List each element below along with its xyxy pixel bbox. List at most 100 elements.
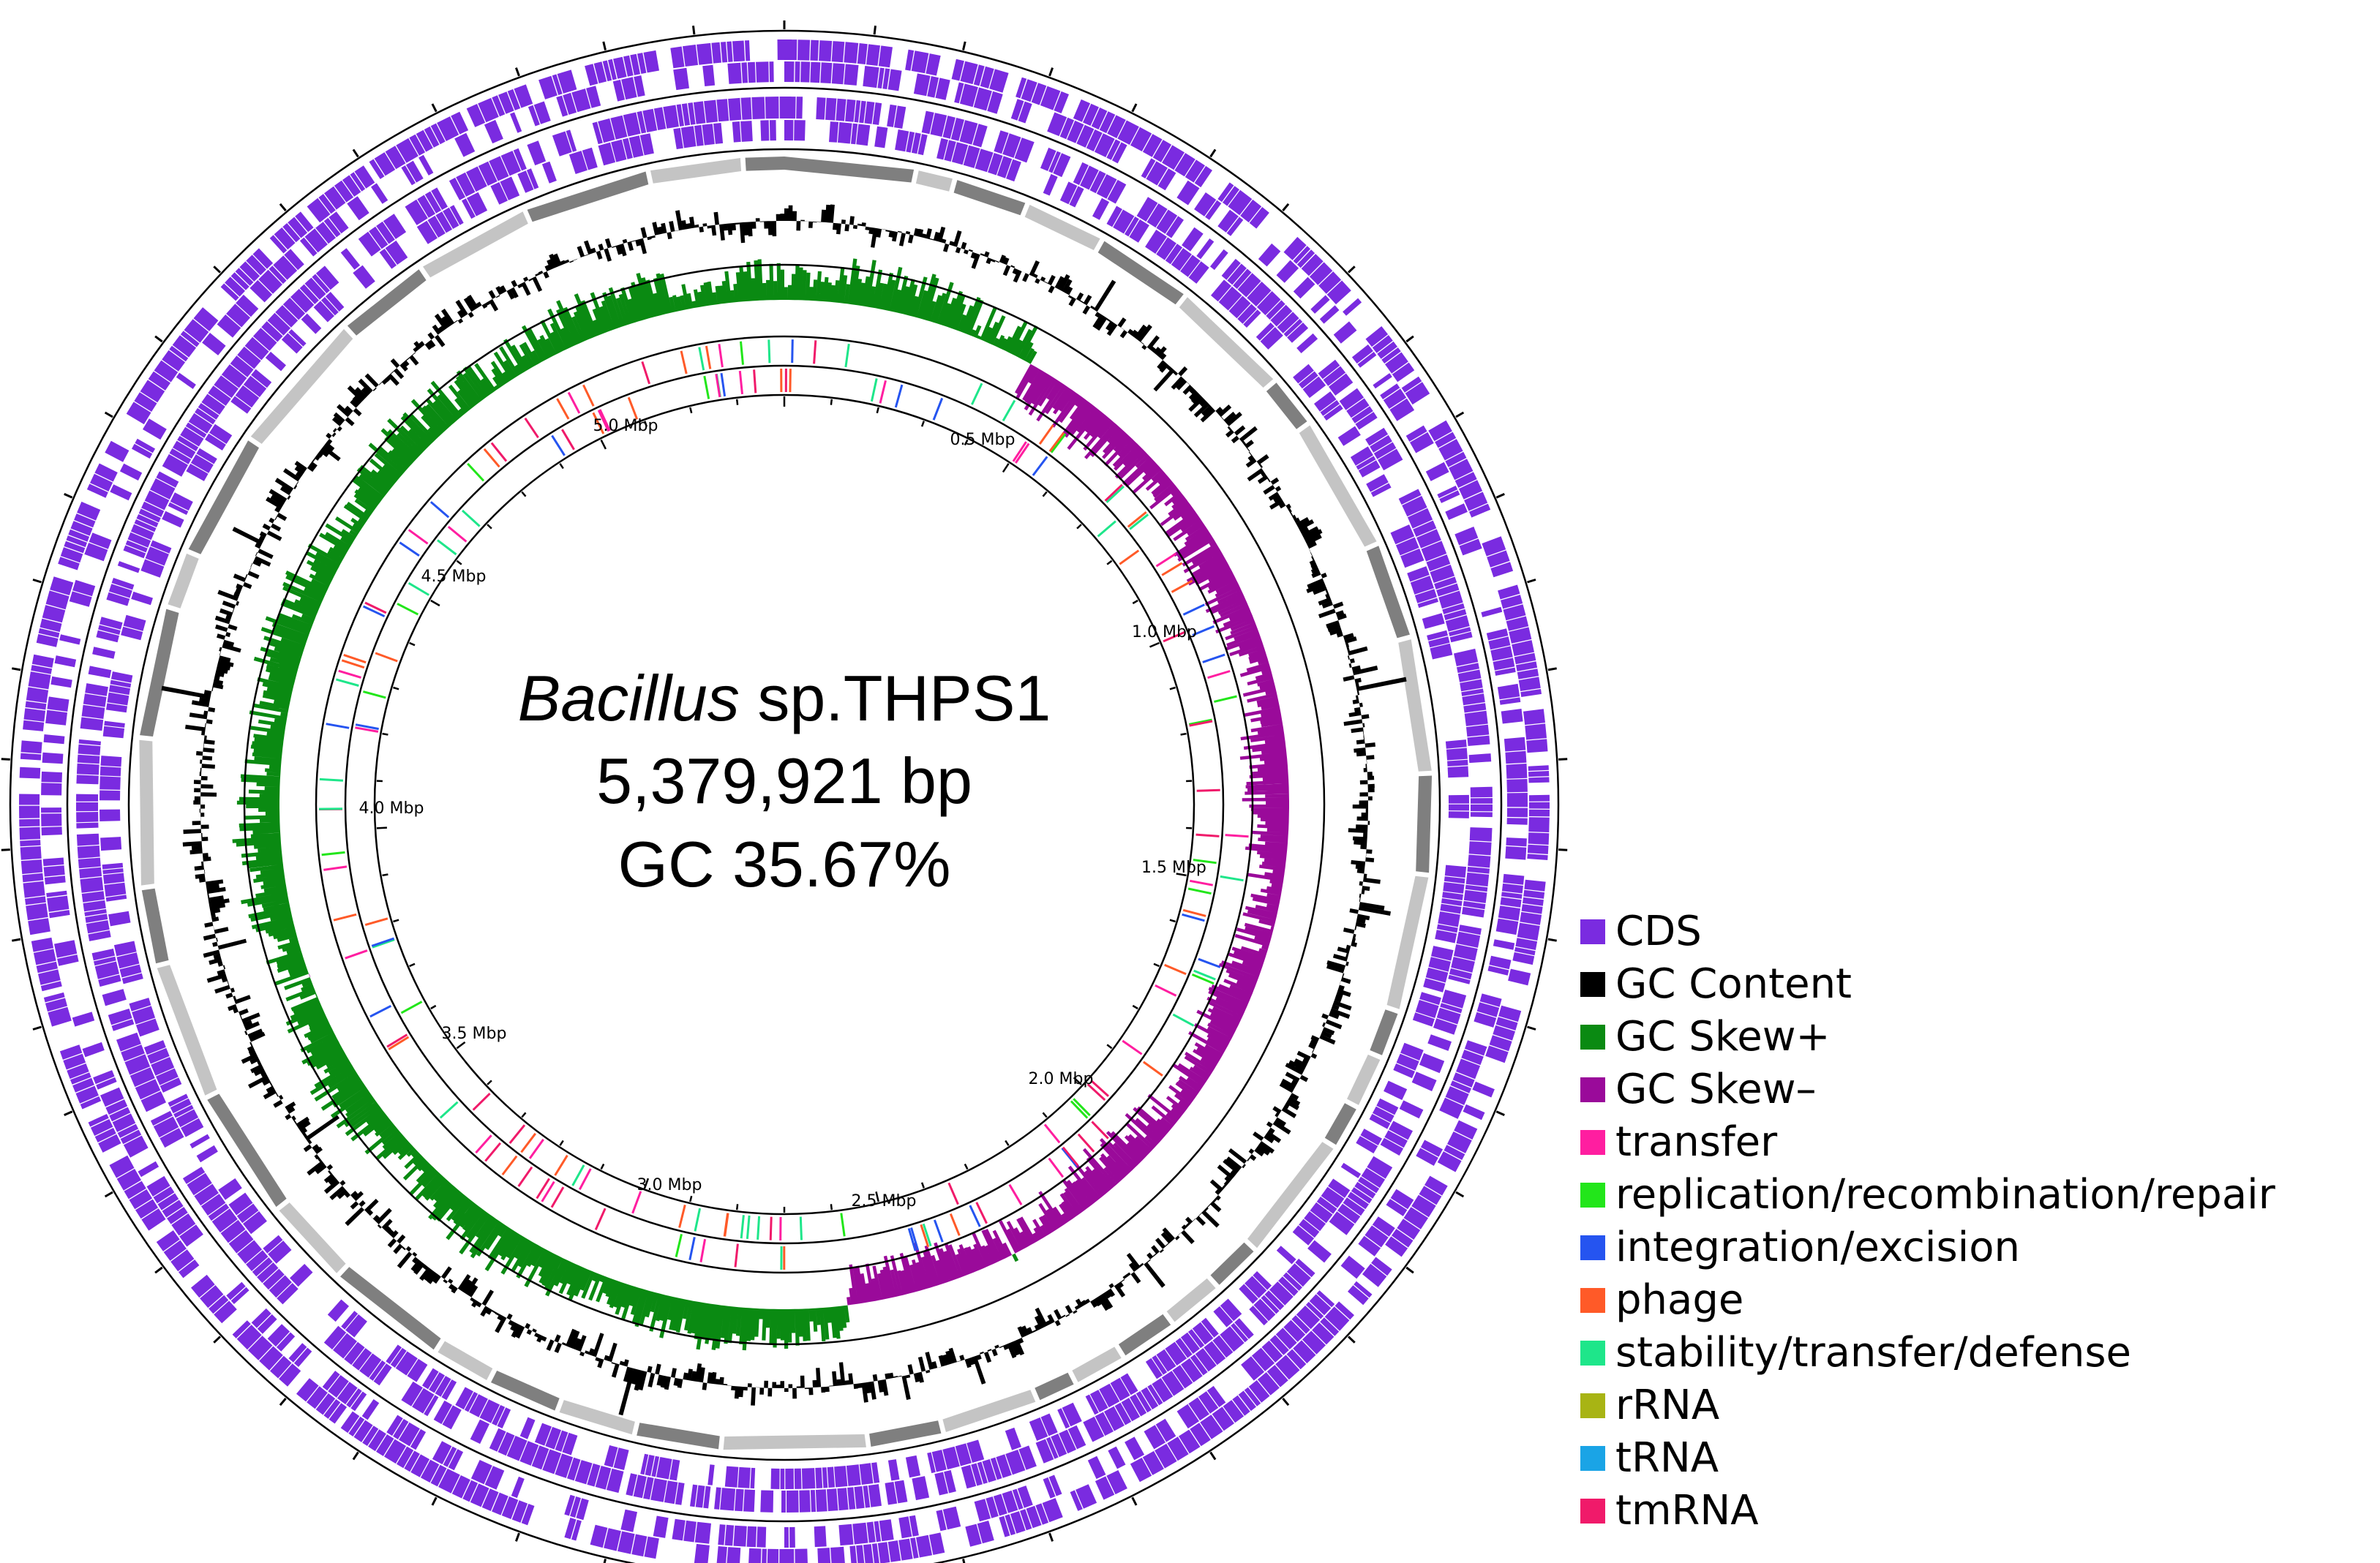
ruler-tick [920,421,925,427]
contig-block [1398,639,1432,772]
feature-tick [910,1227,920,1251]
ruler-tick [487,1080,492,1085]
contig-block [207,1093,287,1208]
feature-tick [1008,1183,1023,1205]
feature-tick [338,669,361,679]
ruler-tick [559,1140,564,1146]
tick-mark [279,1398,287,1406]
feature-tick [769,1216,773,1240]
feature-tick [1012,441,1027,462]
feature-tick [1104,483,1123,502]
ruler-tick [876,407,879,414]
tick-mark [32,579,42,584]
ring-outline [127,148,1441,1461]
feature-tick [1161,562,1183,576]
contig-block [250,328,353,444]
feature-tick [520,1132,536,1153]
ruler-tick [559,463,564,470]
feature-tick [975,1202,988,1224]
legend-swatch [1580,1499,1605,1524]
legend-item: phage [1580,1274,2378,1327]
ruler-tick [875,1191,879,1202]
feature-tick [1038,424,1054,445]
tick-mark [1495,493,1505,499]
legend-item: stability/transfer/defense [1580,1327,2378,1379]
feature-tick [738,370,743,395]
tick-mark [1347,265,1356,274]
ruler-tick [830,399,833,405]
feature-tick [321,851,345,856]
feature-tick [333,913,357,922]
contig-block [1347,1054,1381,1105]
feature-tick [932,397,944,421]
contig-block [559,1400,635,1435]
ruler-label: 1.0 Mbp [1132,623,1197,641]
ruler-tick [487,524,492,530]
feature-tick [813,340,817,364]
tick-mark [1547,667,1557,671]
contig-block [650,158,742,184]
feature-tick [541,1180,555,1202]
genome-rings [1,20,1568,1563]
feature-tick [907,1228,917,1251]
feature-tick [1105,485,1125,503]
feature-tick [1143,1061,1163,1077]
ruler-label: 5.0 Mbp [593,417,658,435]
tick-mark [1048,67,1054,77]
feature-tick [551,434,566,456]
legend-item: CDS [1580,905,2378,958]
feature-tick [472,1093,491,1111]
feature-tick [400,1001,423,1014]
feature-tick [1193,859,1217,865]
tick-mark [104,1191,113,1198]
feature-tick [971,383,983,405]
tick-mark [1495,1110,1505,1116]
ruler-tick [644,1178,650,1189]
ruler-label: 4.5 Mbp [421,568,487,586]
feature-tick [870,378,878,402]
ruler-tick [964,439,969,446]
feature-tick [1155,552,1177,568]
feature-tick [1182,913,1205,922]
feature-tick [388,1036,410,1050]
feature-tick [517,1166,533,1187]
legend-label: GC Skew+ [1615,1013,1831,1061]
feature-tick [1188,718,1212,726]
contig-block [141,888,169,964]
feature-tick [1182,908,1206,917]
legend-swatch [1580,1288,1605,1313]
tick-mark [1347,1336,1356,1344]
feature-tick [694,1208,702,1232]
feature-tick [699,1238,707,1262]
tick-mark [1558,758,1568,761]
ring-outline [373,393,1195,1216]
ring-outline [10,30,1559,1563]
feature-tick [1171,579,1193,593]
feature-tick [594,1208,607,1231]
feature-tick [1091,1121,1109,1140]
tick-mark [64,493,73,499]
feature-tick [343,653,367,664]
tick-mark [1048,1532,1054,1542]
feature-tick [789,369,792,393]
ruler-tick [1042,1112,1048,1118]
contig-block [1370,1009,1398,1055]
ruler-tick [1076,524,1082,530]
legend-label: CDS [1615,908,1702,955]
contig-block [279,1202,346,1273]
feature-tick [1122,1039,1143,1055]
contig-block [745,157,784,171]
outer-ticks [1,20,1568,1563]
legend-item: transfer [1580,1116,2378,1169]
feature-tick [1191,973,1215,985]
feature-tick [1050,433,1067,453]
feature-tick [345,949,368,960]
feature-tick [386,1033,408,1048]
organism-genus: Bacillus [518,662,740,734]
contig-block [1072,1347,1122,1382]
feature-tick [578,1168,592,1191]
contig-block [527,171,649,222]
ruler-tick [964,1163,969,1170]
feature-tick [1195,833,1220,837]
feature-tick [740,1215,745,1239]
